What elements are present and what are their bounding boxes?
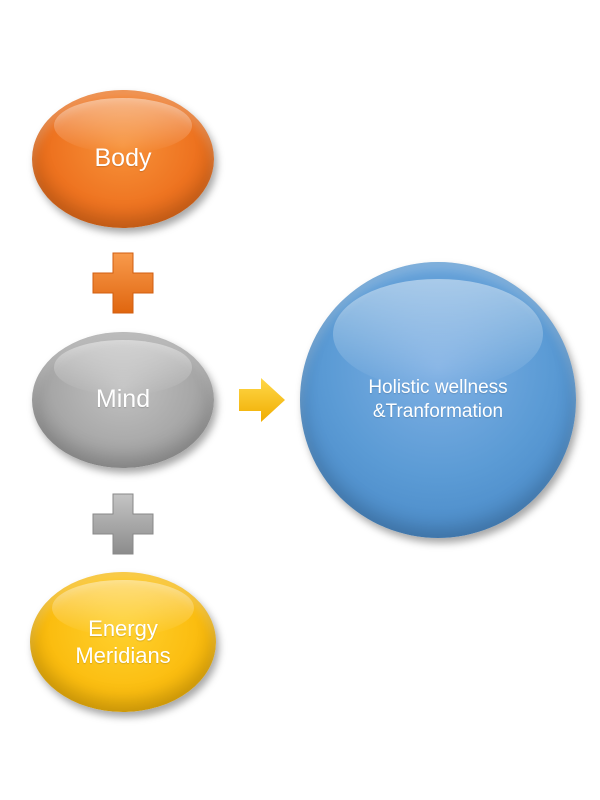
plus-icon	[92, 493, 154, 555]
plus-icon	[92, 252, 154, 314]
energy-meridians-label: Energy Meridians	[75, 615, 171, 669]
holistic-wellness-label: Holistic wellness &Tranformation	[368, 377, 508, 422]
body-node: Body	[32, 90, 214, 228]
mind-label: Mind	[95, 385, 151, 414]
arrow-right-icon	[239, 378, 285, 422]
mind-node: Mind	[32, 332, 214, 468]
holistic-wellness-node: Holistic wellness &Tranformation	[300, 262, 576, 538]
energy-meridians-node: Energy Meridians	[30, 572, 216, 712]
body-label: Body	[94, 144, 152, 173]
